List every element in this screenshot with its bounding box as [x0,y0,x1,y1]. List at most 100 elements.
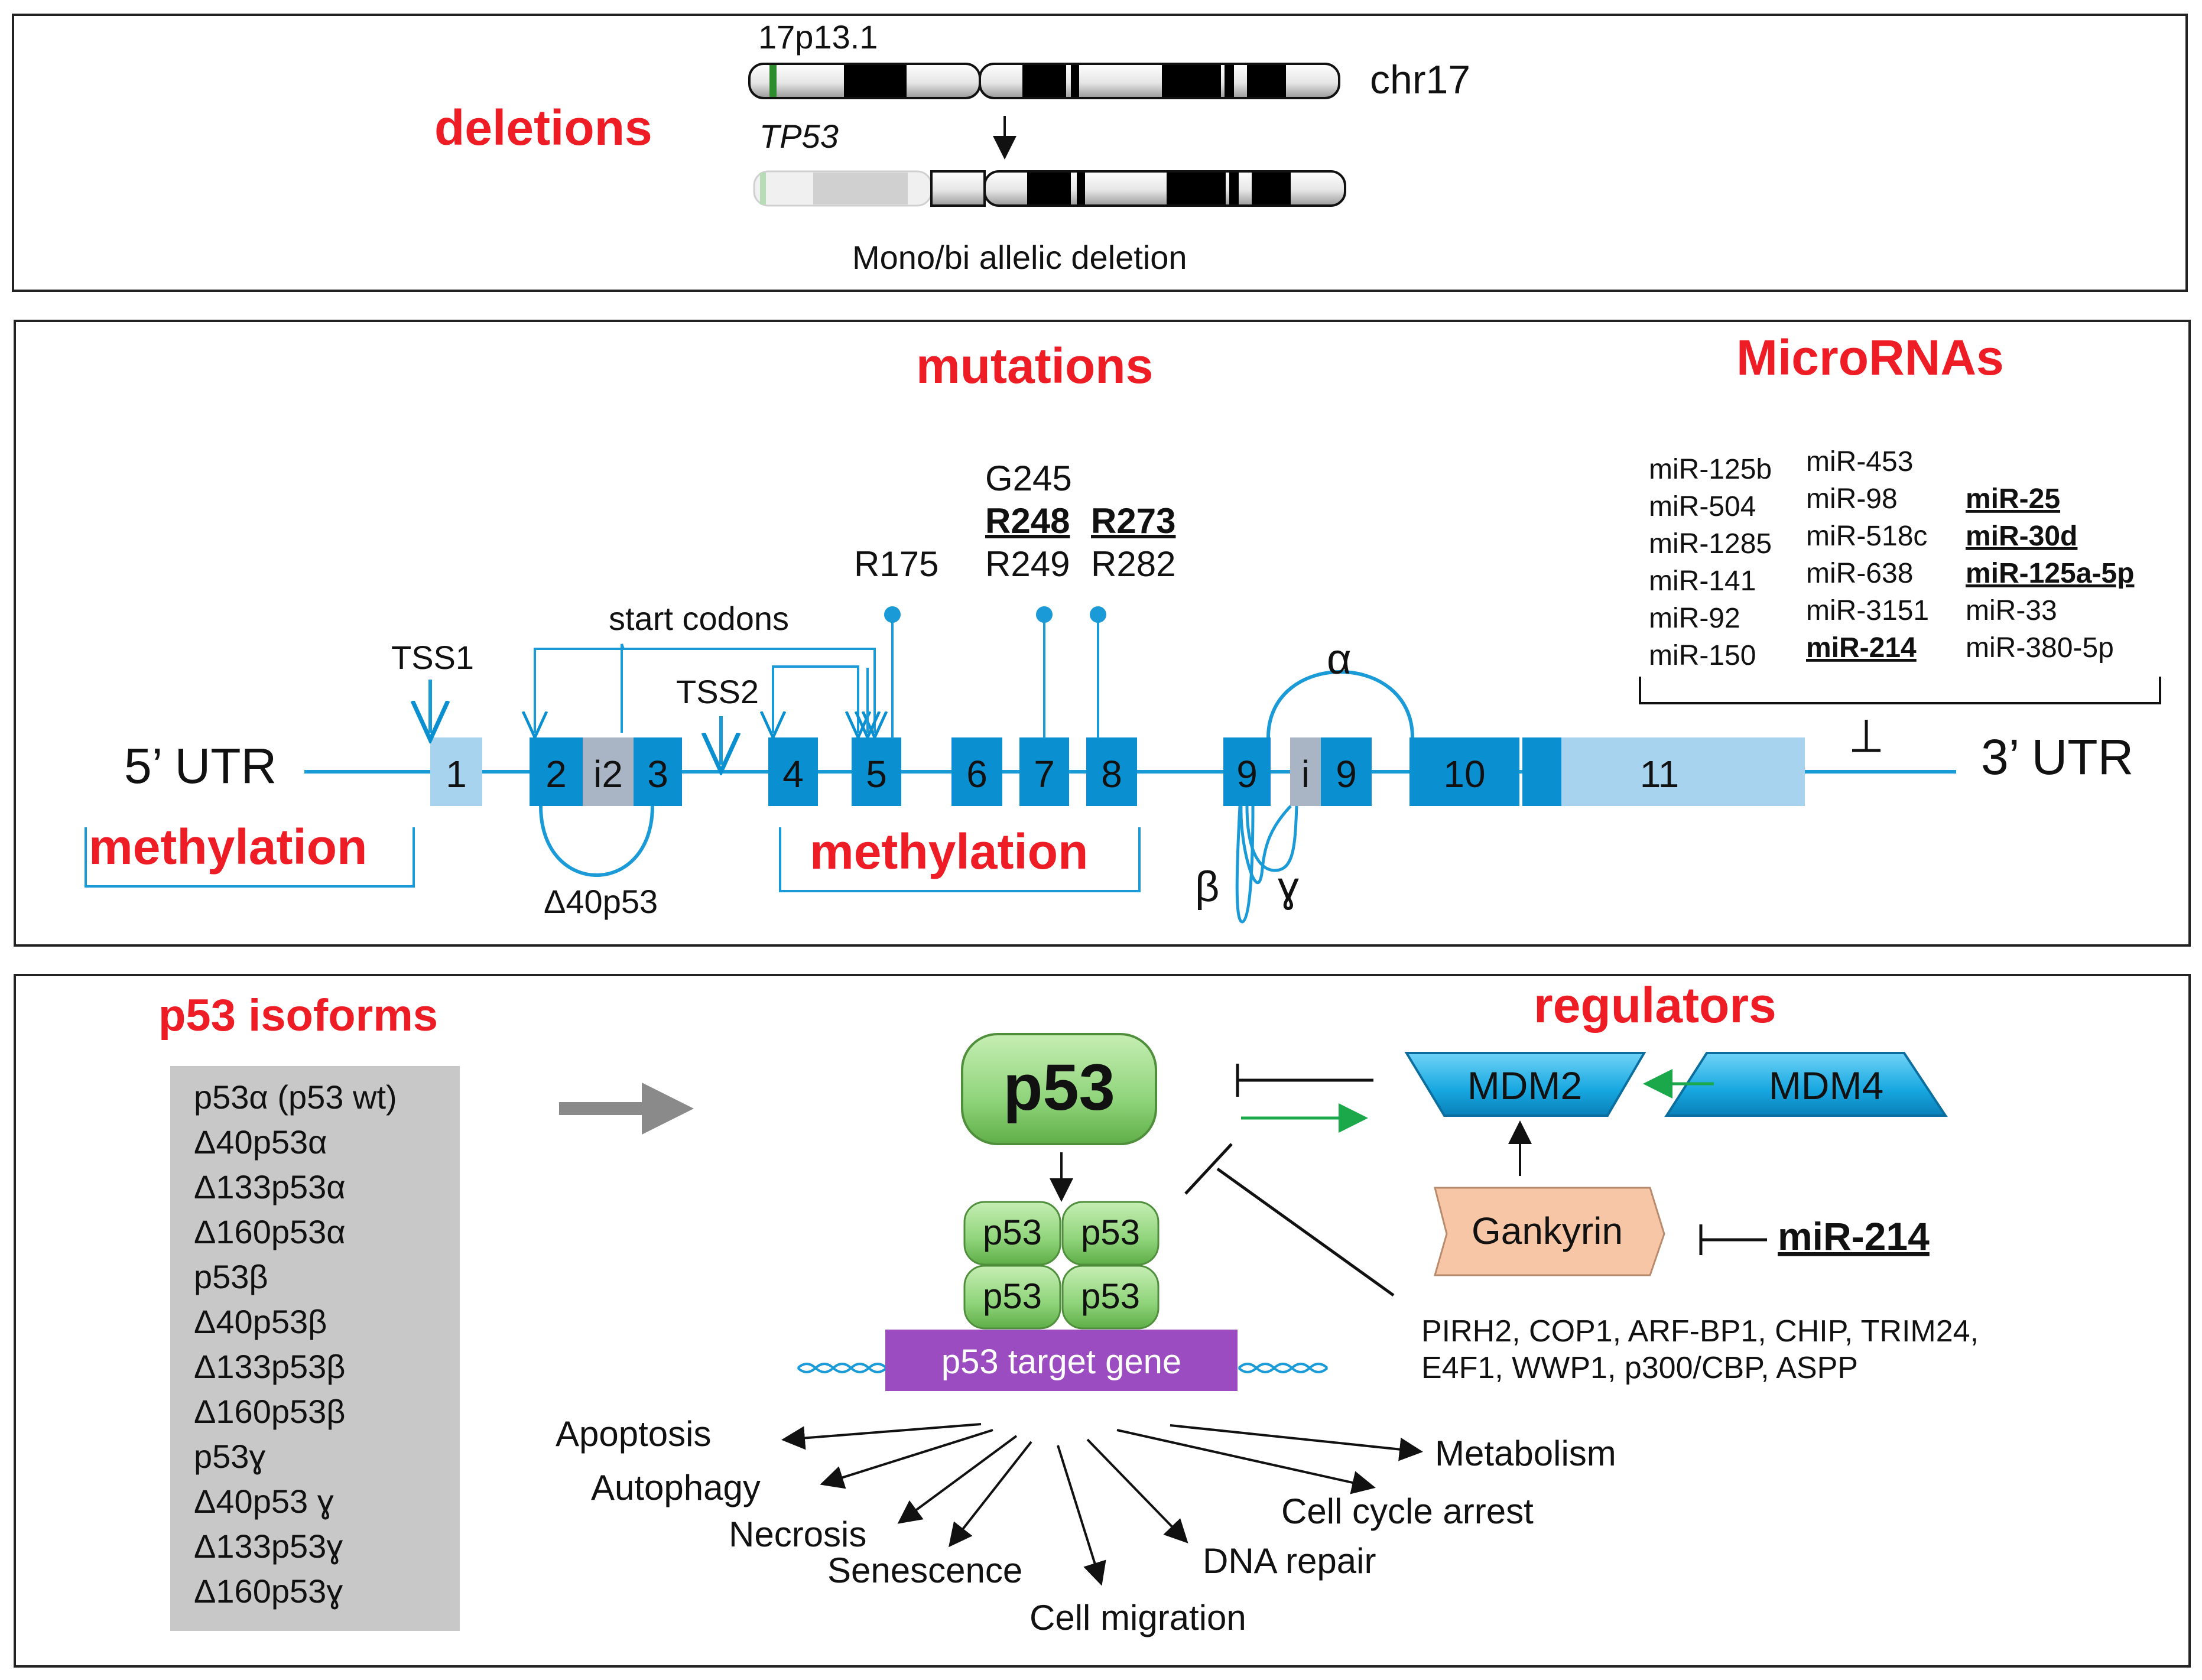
delta40-splice-loop [539,805,654,877]
mir214-inhibits-gankyrin [1699,1224,1767,1255]
mirna-item: miR-33 [1966,595,2057,626]
hotspot-r282: R282 [1091,544,1175,584]
outcome-senescence: Senescence [827,1551,1022,1590]
mirna-list-col1: miR-125b miR-504 miR-1285 miR-141 miR-92… [1649,454,1772,671]
svg-text:4: 4 [782,753,804,795]
exon-3: 3 [634,737,682,806]
mirna-item: miR-638 [1806,558,1913,589]
svg-text:8: 8 [1101,753,1122,795]
outcome-autophagy: Autophagy [591,1468,761,1507]
outcome-arrows [781,1423,1423,1586]
gene-panel [14,320,2191,947]
micrornas-title: MicroRNAs [1736,330,2004,385]
deletion-caption: Mono/bi allelic deletion [852,239,1187,276]
outcome-apoptosis: Apoptosis [556,1414,712,1454]
band-label: 17p13.1 [758,18,878,56]
svg-text:2: 2 [545,753,567,795]
hotspot-r273: R273 [1091,501,1175,541]
deletions-panel [12,14,2188,292]
gamma-splice-loop-inner [1239,805,1292,885]
mutations-title: mutations [916,338,1153,394]
outcome-cell-migration: Cell migration [1029,1598,1246,1637]
mdm4-node: MDM4 [1664,1052,1948,1117]
svg-text:MDM4: MDM4 [1769,1064,1883,1107]
mirna-item: miR-518c [1806,521,1927,552]
mdm2-inhibits-p53 [1236,1064,1373,1097]
svg-text:i2: i2 [593,753,623,795]
mirna-item: miR-380-5p [1966,632,2114,664]
isoform-item: p53ɣ [194,1438,266,1475]
isoform-item: Δ40p53α [194,1123,327,1161]
isoform-list: p53α (p53 wt) Δ40p53α Δ133p53α Δ160p53α … [170,1066,460,1631]
beta-splice-loop [1235,805,1255,924]
svg-text:p53: p53 [983,1276,1042,1316]
isoform-item: Δ160p53β [194,1393,346,1430]
methylation-bracket-2 [779,827,1141,892]
isoform-item: Δ133p53ɣ [194,1528,343,1565]
mirna-item: miR-92 [1649,603,1740,634]
other-regulators-line2: E4F1, WWP1, p300/CBP, ASPP [1421,1351,1858,1385]
svg-text:p53: p53 [1081,1276,1140,1316]
svg-text:9: 9 [1336,753,1357,795]
gamma-splice-loop [1245,805,1298,872]
svg-text:i: i [1301,753,1310,795]
mirna-item: miR-98 [1806,483,1898,515]
svg-text:6: 6 [966,753,988,795]
methylation-label-1: methylation [89,819,367,875]
hotspot-r248: R248 [985,501,1070,541]
tss1-label: TSS1 [391,639,474,676]
svg-text:p53: p53 [1003,1051,1115,1124]
gankyrin-node: Gankyrin [1434,1187,1665,1276]
mirna-item: miR-150 [1649,640,1756,671]
isoform-item: Δ160p53α [194,1213,346,1250]
outcome-dna-repair: DNA repair [1203,1541,1376,1581]
isoform-item: Δ133p53α [194,1168,346,1205]
mir214-label: miR-214 [1778,1214,1930,1258]
gene-label: TP53 [759,118,839,155]
delta40-label: Δ40p53 [544,883,658,920]
mirna-item: miR-214 [1806,632,1917,664]
p53-node: p53 [961,1033,1157,1145]
mirna-item: miR-25 [1966,483,2060,515]
mirna-item: miR-3151 [1806,595,1929,626]
alpha-label: α [1327,636,1352,683]
mirna-list-col2: miR-453 miR-98 miR-518c miR-638 miR-3151… [1806,446,1929,664]
exon-1: 1 [430,737,482,806]
svg-text:MDM2: MDM2 [1467,1064,1582,1107]
isoforms-title: p53 isoforms [158,990,438,1041]
isoform-item: Δ40p53β [194,1303,327,1340]
deleted-chromosome [753,170,1346,207]
outcome-cell-cycle-arrest: Cell cycle arrest [1281,1491,1534,1531]
hotspot-g245: G245 [985,459,1072,498]
intron-i2: i2 [583,737,634,806]
exon-4: 4 [768,737,818,806]
svg-text:7: 7 [1034,753,1055,795]
svg-text:1: 1 [446,753,467,795]
outcome-necrosis: Necrosis [729,1515,866,1554]
mirna-item: miR-453 [1806,446,1913,477]
chromosome-label: chr17 [1370,57,1470,102]
utr3-label: 3’ UTR [1981,729,2133,785]
mirna-item: miR-30d [1966,521,2077,552]
exon-6: 6 [951,737,1002,806]
hotspot-r249: R249 [985,544,1070,584]
isoform-item: p53α (p53 wt) [194,1078,397,1116]
isoform-item: Δ133p53β [194,1348,346,1385]
outcome-metabolism: Metabolism [1435,1434,1616,1473]
exon-9b: 9 [1321,737,1372,806]
exon-5: 5 [852,737,901,806]
exon-11: 11 [1522,737,1805,806]
p53-tetramer: p53 p53 p53 p53 [963,1201,1160,1330]
deletions-title: deletions [434,100,652,155]
svg-text:5: 5 [866,753,887,795]
start-codons-label: start codons [609,600,789,637]
methylation-label-2: methylation [810,824,1088,879]
tss2-label: TSS2 [676,673,759,710]
methylation-bracket-1 [85,827,415,888]
mirna-item: miR-125b [1649,454,1772,485]
other-regulators-line1: PIRH2, COP1, ARF-BP1, CHIP, TRIM24, [1421,1314,1979,1348]
gamma-label: ɣ [1278,863,1299,911]
mirna-inhibition-bar [1852,720,1881,752]
mirna-item: miR-141 [1649,566,1756,597]
utr5-label: 5’ UTR [124,738,277,794]
